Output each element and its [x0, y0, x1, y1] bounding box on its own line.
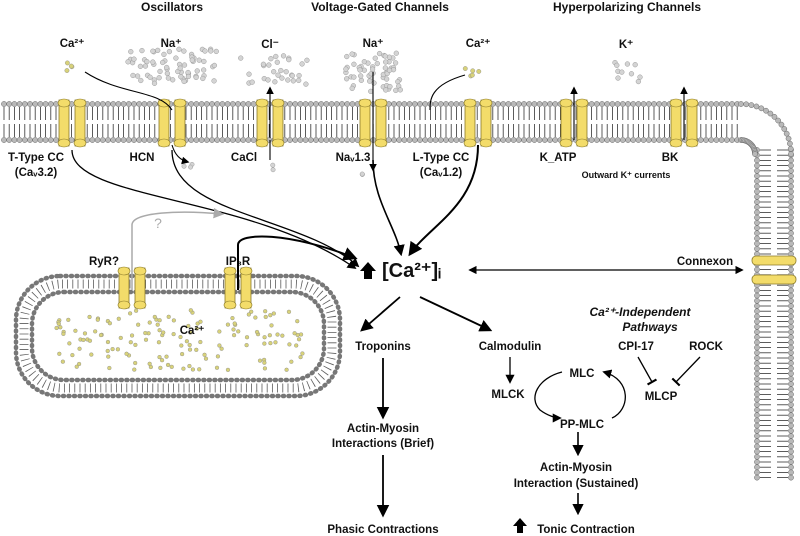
channels — [57, 98, 797, 310]
label-connexon: Connexon — [677, 256, 733, 268]
label-mlck: MLCK — [491, 389, 525, 401]
arrow-ca-into-ltype — [429, 74, 466, 111]
ion-label-na-hcn: Na⁺ — [161, 38, 182, 50]
arrow-nav-to-ca — [372, 159, 405, 257]
label-actin-brief-1: Actin-Myosin — [347, 423, 419, 435]
arrow-ltype-to-ca — [408, 144, 479, 257]
label-rock: ROCK — [689, 341, 724, 353]
label-cacl: CaCl — [231, 152, 257, 164]
sarcoplasmic-reticulum — [13, 273, 343, 399]
label-ttype-sub: (Caᵥ3.2) — [15, 167, 58, 179]
label-ltype: L-Type CC — [413, 152, 470, 164]
arrow-hcn-to-ca — [171, 149, 360, 268]
label-calmodulin: Calmodulin — [479, 341, 542, 353]
nav-channel — [358, 98, 388, 148]
up-arrow-icon — [360, 262, 376, 279]
ltype-channel — [463, 98, 493, 148]
ip3r-channel — [223, 266, 253, 310]
label-cpi17: CPI-17 — [618, 341, 654, 353]
ion-label-ca-sr: Ca²⁺ — [180, 325, 205, 337]
ion-label-k: K⁺ — [619, 39, 633, 51]
label-actin-sustained-2: Interaction (Sustained) — [514, 478, 639, 490]
label-nav: Naᵥ1.3 — [336, 152, 371, 164]
label-ppmlc: PP-MLC — [560, 419, 604, 431]
arrow-hcn-out — [171, 144, 190, 165]
label-ryr: RyR? — [89, 256, 119, 268]
label-tonic: Tonic Contraction — [537, 524, 635, 536]
arrow-ca-to-calmodulin — [419, 296, 493, 332]
hcn-channel — [157, 98, 187, 148]
label-independent-title: Ca²⁺-Independent — [590, 305, 692, 319]
label-mlc: MLC — [570, 368, 595, 380]
label-troponins: Troponins — [355, 341, 411, 353]
ion-clouds — [54, 46, 643, 372]
label-independent-title-2: Pathways — [622, 320, 678, 334]
label-ttype: T-Type CC — [8, 152, 64, 164]
ion-label-cl: Cl⁻ — [261, 39, 279, 51]
ion-flow-arrows — [84, 71, 688, 172]
up-arrow-icon-tonic — [513, 518, 527, 533]
arrows — [71, 144, 744, 518]
inhibit-rock-mlcp — [671, 356, 701, 387]
label-phasic: Phasic Contractions — [327, 524, 438, 536]
connexon-channel — [751, 255, 797, 285]
arrow-na-into-hcn — [84, 71, 173, 111]
label-outward-k: Outward K⁺ currents — [582, 170, 671, 180]
inhibit-cpi17-mlcp — [637, 356, 658, 386]
arrow-ryr-question — [131, 207, 225, 290]
ryr-channel — [117, 266, 147, 310]
label-hcn: HCN — [130, 152, 155, 164]
ion-label-ca-ltype: Ca²⁺ — [466, 38, 491, 50]
label-question: ? — [154, 215, 162, 231]
header-oscillators: Oscillators — [141, 0, 203, 14]
label-ca-intracellular: [Ca²⁺]ᵢ — [382, 260, 441, 282]
label-actin-brief-2: Interactions (Brief) — [332, 438, 434, 450]
arrow-mlcp-mlc — [602, 369, 626, 419]
label-katp: K_ATP — [540, 152, 577, 164]
label-ltype-sub: (Caᵥ1.2) — [420, 167, 463, 179]
header-hyperpolarizing: Hyperpolarizing Channels — [553, 0, 701, 14]
bk-channel — [669, 98, 699, 148]
arrow-mlck-mlc — [534, 371, 563, 423]
header-voltage-gated: Voltage-Gated Channels — [311, 0, 449, 14]
arrow-ttype-to-ca — [71, 149, 357, 270]
label-mlcp: MLCP — [645, 391, 678, 403]
arrow-ca-to-troponins — [360, 296, 401, 332]
katp-channel — [559, 98, 589, 148]
arrow-ip3r-to-ca — [237, 235, 358, 290]
label-bk: BK — [662, 152, 679, 164]
ion-label-ca-ttype: Ca²⁺ — [60, 38, 85, 50]
label-actin-sustained-1: Actin-Myosin — [540, 462, 612, 474]
cacl-channel — [255, 98, 285, 148]
ion-label-na-vg: Na⁺ — [363, 38, 384, 50]
ttype-channel — [57, 98, 87, 148]
